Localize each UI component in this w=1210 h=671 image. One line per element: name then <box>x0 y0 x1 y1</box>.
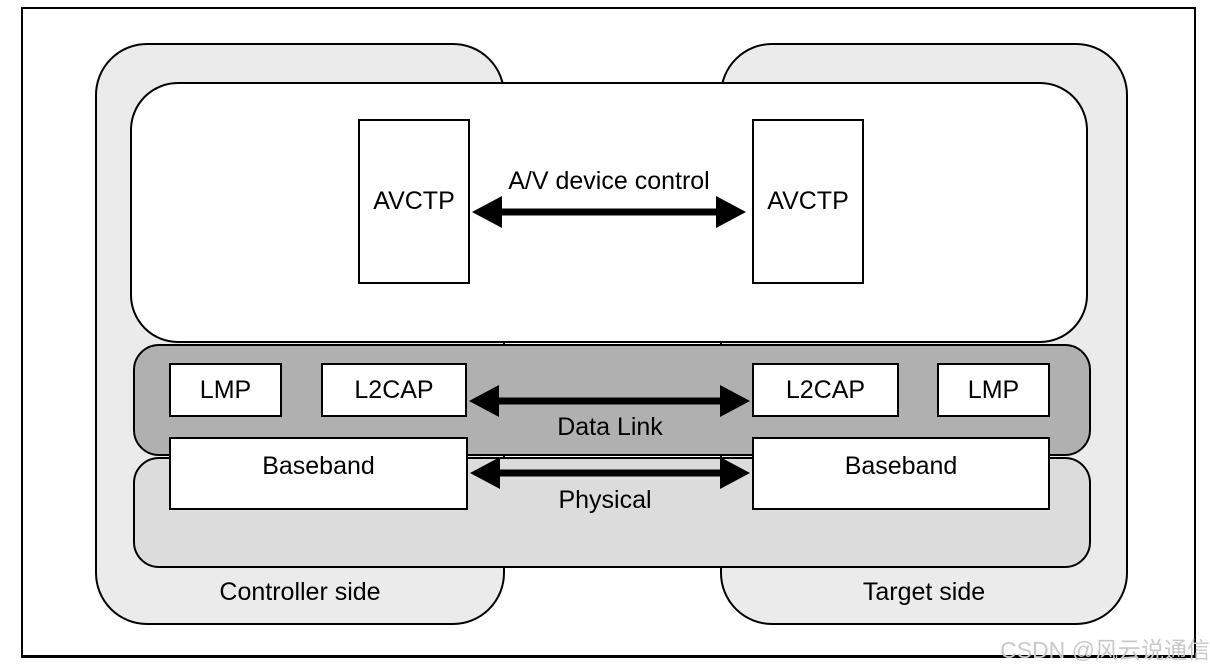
csdn-watermark: CSDN @风云说通信 <box>1000 637 1210 663</box>
av-device-control-label: A/V device control <box>508 167 710 195</box>
baseband-box-right: Baseband <box>752 437 1050 510</box>
physical-label: Physical <box>558 486 652 514</box>
l2cap-box-left: L2CAP <box>321 363 467 417</box>
avctp-box-right: AVCTP <box>752 119 864 284</box>
data-link-label: Data Link <box>557 413 663 441</box>
lmp-box-right: LMP <box>937 363 1050 417</box>
target-side-label: Target side <box>862 578 986 606</box>
avctp-box-left: AVCTP <box>358 119 470 284</box>
l2cap-box-right: L2CAP <box>752 363 899 417</box>
diagram-frame <box>21 7 1196 658</box>
control-layer-band <box>130 82 1088 343</box>
baseband-box-left: Baseband <box>169 437 468 510</box>
lmp-box-left: LMP <box>169 363 282 417</box>
controller-side-label: Controller side <box>219 578 381 606</box>
